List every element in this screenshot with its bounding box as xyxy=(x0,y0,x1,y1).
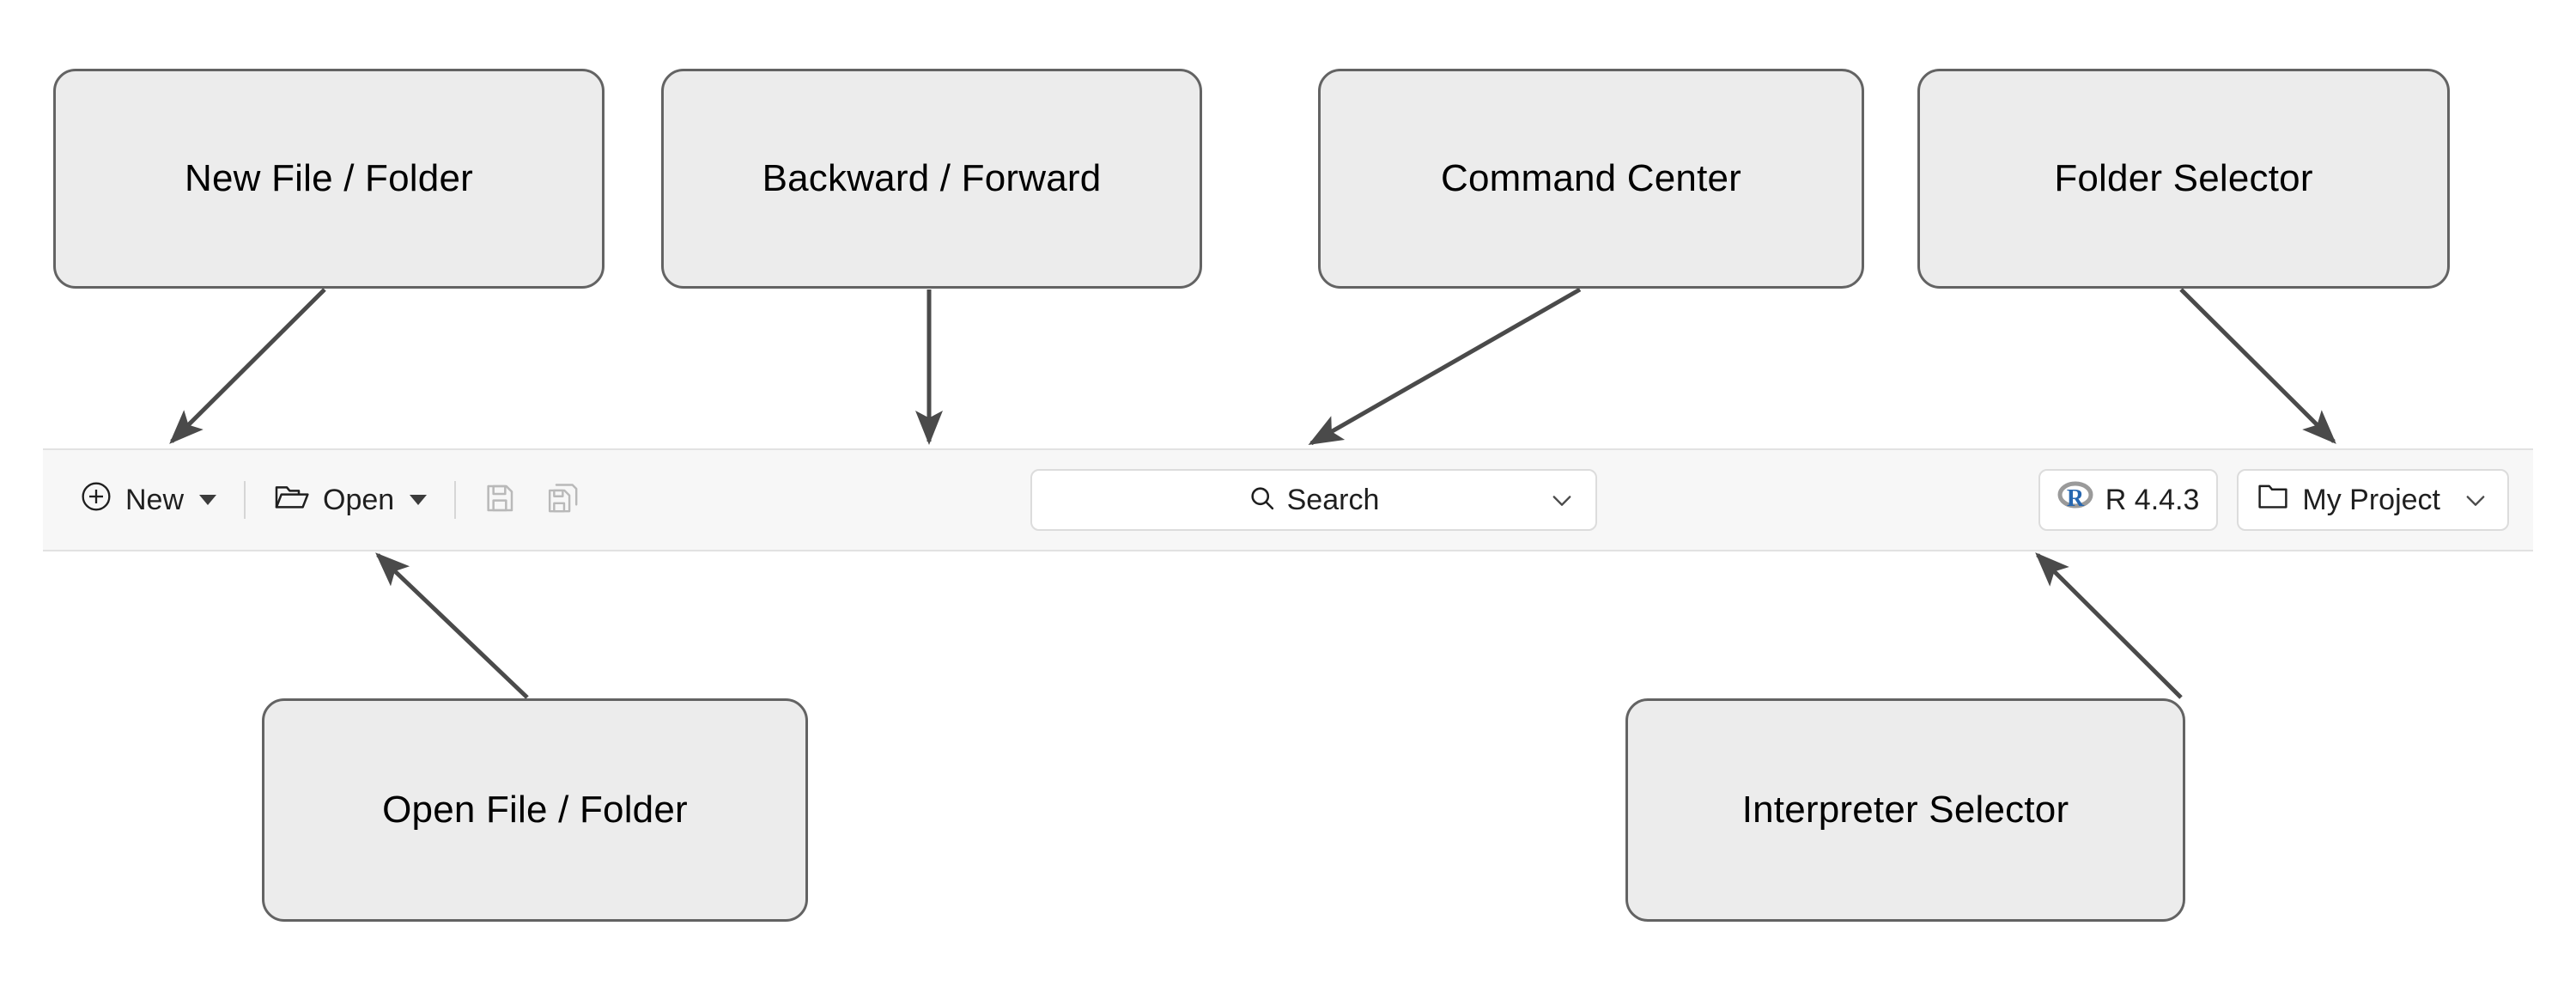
folder-icon xyxy=(2256,481,2290,520)
arrow-interpreter-selector xyxy=(2035,552,2183,699)
toolbar-left-group: New Open xyxy=(43,450,588,550)
callout-open-file-folder: Open File / Folder xyxy=(262,698,808,922)
save-all-button[interactable] xyxy=(538,475,588,525)
arrow-new-file-folder xyxy=(169,288,326,444)
callout-label: Folder Selector xyxy=(2054,157,2313,199)
arrow-command-center xyxy=(1308,287,1582,446)
interpreter-label: R 4.4.3 xyxy=(2105,483,2200,516)
chevron-down-icon[interactable] xyxy=(1547,485,1577,515)
save-icon xyxy=(483,481,517,520)
folder-label: My Project xyxy=(2302,483,2440,516)
callout-command-center: Command Center xyxy=(1318,69,1864,289)
callout-label: Interpreter Selector xyxy=(1741,789,2069,831)
toolbar-separator xyxy=(244,481,246,519)
arrow-open-file-folder xyxy=(375,552,529,699)
arrow-folder-selector xyxy=(2179,288,2336,444)
open-button[interactable]: Open xyxy=(264,472,435,528)
callout-label: Backward / Forward xyxy=(762,157,1102,199)
open-button-label: Open xyxy=(323,483,395,516)
svg-text:R: R xyxy=(2067,485,2085,512)
save-button[interactable] xyxy=(475,475,525,525)
callout-folder-selector: Folder Selector xyxy=(1917,69,2450,289)
save-all-icon xyxy=(545,480,581,521)
command-center-content: Search xyxy=(1248,483,1380,517)
open-folder-icon xyxy=(273,479,311,521)
plus-circle-icon xyxy=(79,479,113,521)
search-icon xyxy=(1248,484,1277,517)
interpreter-selector-button[interactable]: R R 4.4.3 xyxy=(2038,469,2219,531)
folder-selector-button[interactable]: My Project xyxy=(2237,469,2509,531)
r-logo-icon: R xyxy=(2057,481,2093,520)
new-button-label: New xyxy=(125,483,185,516)
command-center-search[interactable]: Search xyxy=(1030,469,1597,531)
application-toolbar: New Open xyxy=(43,448,2533,551)
toolbar-separator xyxy=(454,481,457,519)
callout-interpreter-selector: Interpreter Selector xyxy=(1625,698,2185,922)
chevron-down-icon[interactable] xyxy=(2461,485,2490,515)
toolbar-right-group: R R 4.4.3 My Project xyxy=(2038,450,2533,550)
callout-backward-forward: Backward / Forward xyxy=(661,69,1202,289)
command-center-label: Search xyxy=(1286,483,1380,516)
callout-label: New File / Folder xyxy=(185,157,473,199)
chevron-down-icon[interactable] xyxy=(199,495,217,505)
callout-label: Open File / Folder xyxy=(382,789,688,831)
callout-label: Command Center xyxy=(1440,157,1742,199)
chevron-down-icon[interactable] xyxy=(410,495,428,505)
callout-new-file-folder: New File / Folder xyxy=(53,69,605,289)
new-button[interactable]: New xyxy=(70,472,225,528)
toolbar-center-group: Search xyxy=(588,450,2038,550)
